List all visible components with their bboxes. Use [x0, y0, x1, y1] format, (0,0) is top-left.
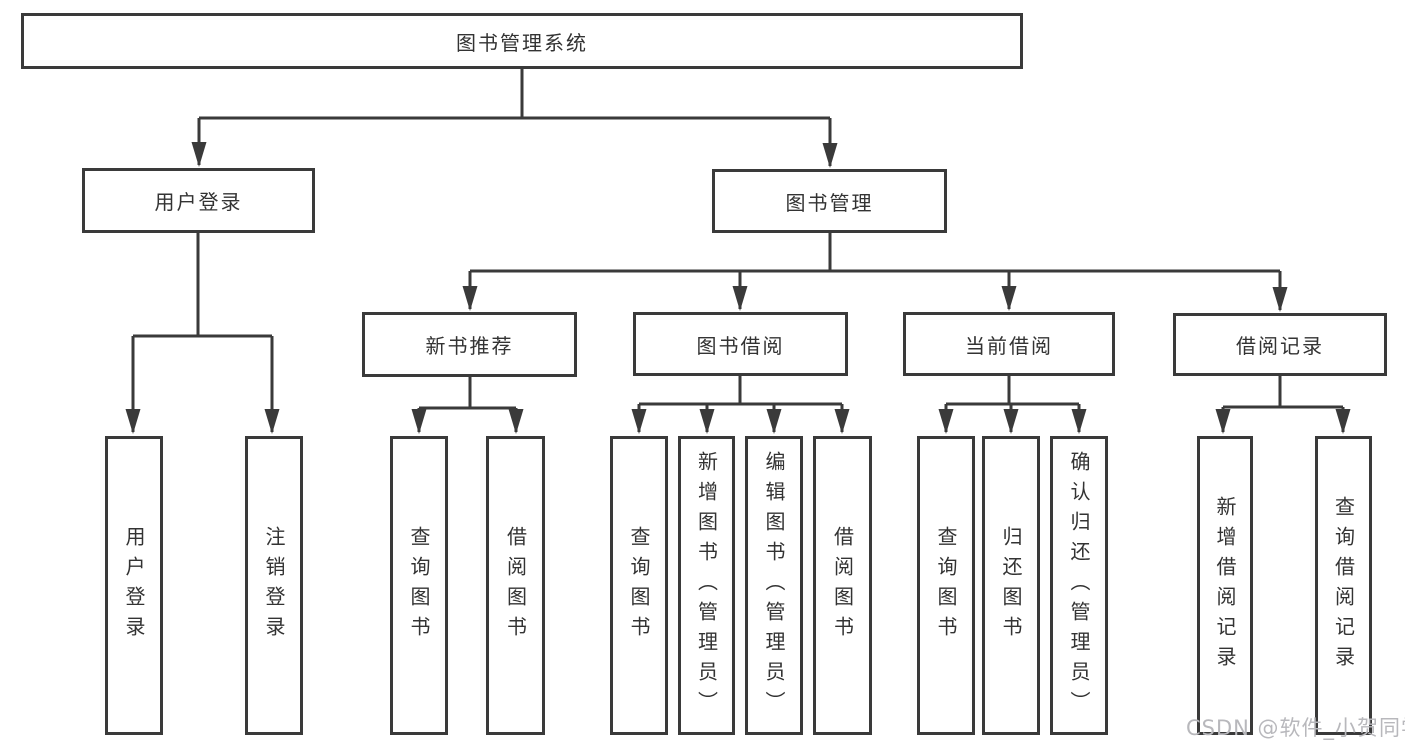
- leaf-add-book-admin: 新增图书（管理员）: [678, 436, 735, 735]
- leaf-user-login: 用户登录: [105, 436, 163, 735]
- leaf-add-borrow-record: 新增借阅记录: [1197, 436, 1253, 735]
- leaf-query-books-current: 查询图书: [917, 436, 975, 735]
- leaf-edit-book-admin: 编辑图书（管理员）: [745, 436, 803, 735]
- csdn-watermark: CSDN @软件_小贺同学: [1186, 716, 1405, 740]
- node-borrowing-records: 借阅记录: [1173, 313, 1387, 376]
- leaf-query-borrow-record: 查询借阅记录: [1315, 436, 1372, 735]
- node-current-borrowing: 当前借阅: [903, 312, 1115, 376]
- node-book-management: 图书管理: [712, 169, 947, 233]
- node-root: 图书管理系统: [21, 13, 1023, 69]
- leaf-logout: 注销登录: [245, 436, 303, 735]
- leaf-query-books-recommend: 查询图书: [390, 436, 448, 735]
- leaf-confirm-return-admin: 确认归还（管理员）: [1050, 436, 1108, 735]
- node-new-book-recommend: 新书推荐: [362, 312, 577, 377]
- leaf-query-books-borrowing: 查询图书: [610, 436, 668, 735]
- leaf-borrow-books-borrowing: 借阅图书: [813, 436, 872, 735]
- node-user-login: 用户登录: [82, 168, 315, 233]
- leaf-return-book: 归还图书: [982, 436, 1040, 735]
- leaf-borrow-books-recommend: 借阅图书: [486, 436, 545, 735]
- node-book-borrowing: 图书借阅: [633, 312, 848, 376]
